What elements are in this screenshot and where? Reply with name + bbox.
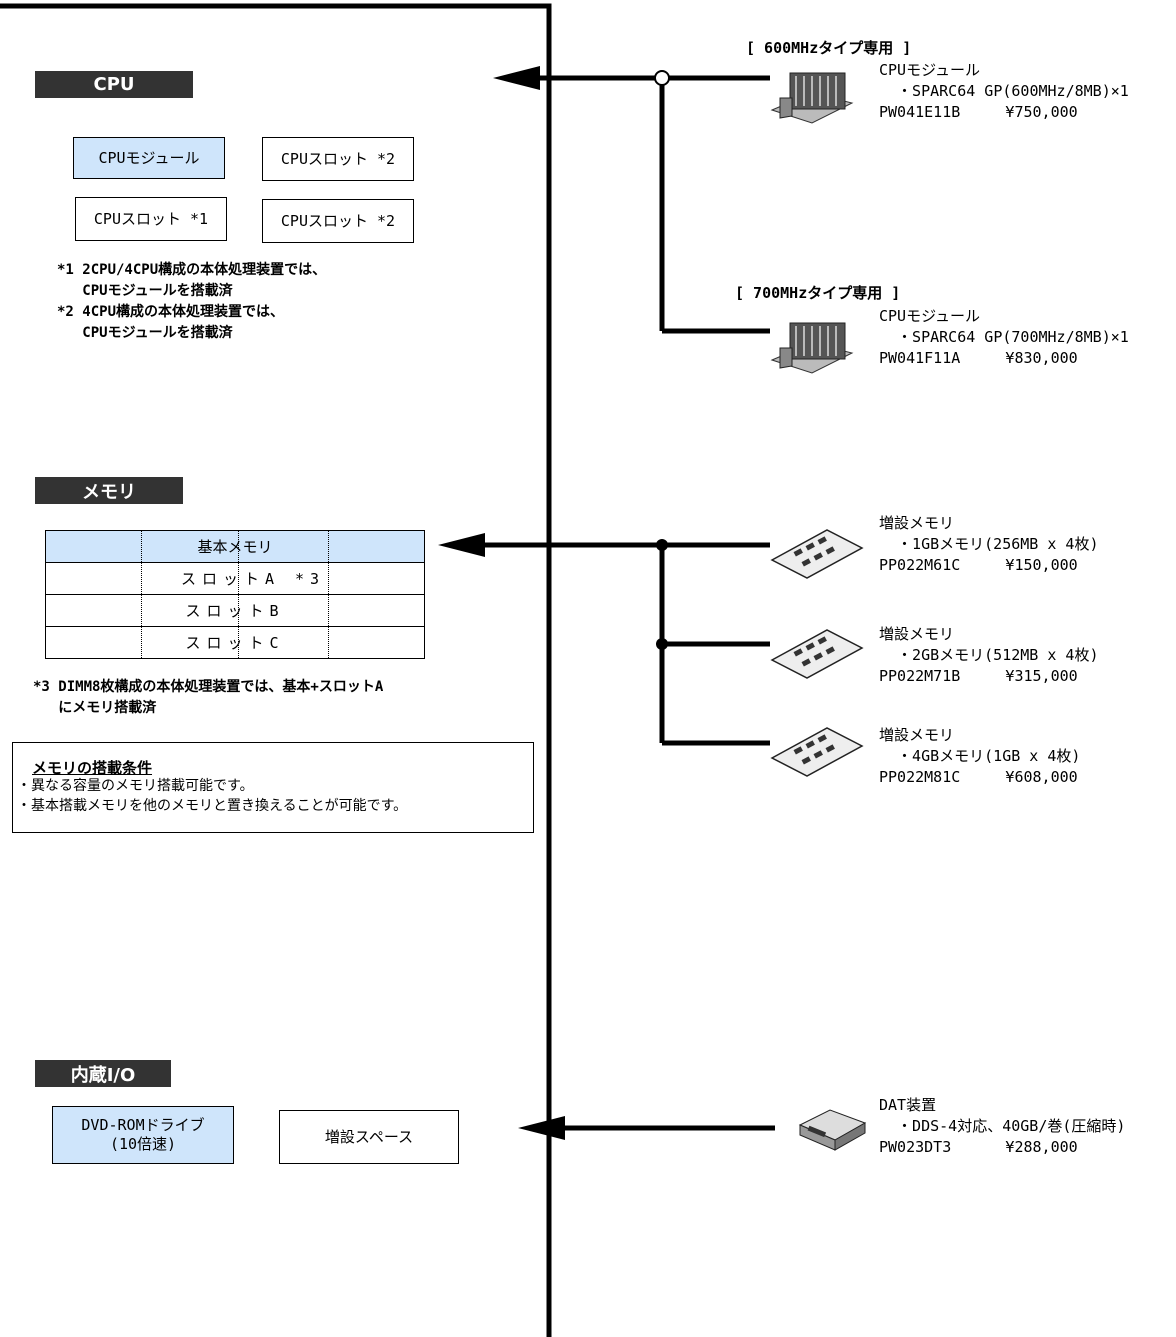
memory-module-icon [770,629,864,679]
memory-row-label: スロットC [45,626,425,659]
cpu-slot: CPUスロット *1 [75,197,227,241]
memory-row-slot-c: スロットC [45,626,425,659]
io-section-title: 内蔵I/O [35,1060,171,1087]
memory-row-base: 基本メモリ [45,530,425,563]
cpu600-header: [ 600MHzタイプ専用 ] [746,39,912,57]
memory-slot-table: 基本メモリ スロットA *3 スロットB スロットC [45,530,425,659]
memory-option-4gb: 増設メモリ ・4GBメモリ(1GB x 4枚) PP022M81C ¥608,0… [879,726,1081,786]
cpu-module-icon [770,72,854,124]
dvd-rom-drive: DVD-ROMドライブ (10倍速) [52,1106,234,1164]
cpu-section-title: CPU [35,71,193,98]
dat-drive-icon [798,1109,867,1151]
memory-note: *3 DIMM8枚構成の本体処理装置では、基本+スロットA にメモリ搭載済 [33,679,384,716]
expansion-space: 増設スペース [279,1110,459,1164]
cpu-arrowhead [493,66,540,90]
cpu-module-slot: CPUモジュール [73,137,225,179]
memory-row-slot-b: スロットB [45,594,425,627]
memory-condition-1: ・異なる容量のメモリ搭載可能です。 [17,778,254,794]
memory-condition-box: メモリの搭載条件 ・異なる容量のメモリ搭載可能です。 ・基本搭載メモリを他のメモ… [12,742,534,833]
memory-option-1gb: 増設メモリ ・1GBメモリ(256MB x 4枚) PP022M61C ¥150… [879,514,1099,574]
cpu700-product: CPUモジュール ・SPARC64 GP(700MHz/8MB)×1 PW041… [879,307,1129,367]
memory-row-slot-a: スロットA *3 [45,562,425,595]
memory-row-label: スロットA *3 [45,562,425,595]
cpu-junction [654,70,670,86]
memory-option-2gb: 増設メモリ ・2GBメモリ(512MB x 4枚) PP022M71B ¥315… [879,625,1099,685]
memory-module-icon [770,727,864,777]
memory-row-label: スロットB [45,594,425,627]
memory-arrowhead [438,533,485,557]
cpu600-product: CPUモジュール ・SPARC64 GP(600MHz/8MB)×1 PW041… [879,61,1129,121]
cpu-slot: CPUスロット *2 [262,199,414,243]
memory-row-label: 基本メモリ [45,530,425,563]
memory-section-title: メモリ [35,477,183,504]
dat-drive-product: DAT装置 ・DDS-4対応、40GB/巻(圧縮時) PW023DT3 ¥288… [879,1096,1126,1156]
cpu-slot: CPUスロット *2 [262,137,414,181]
memory-module-icon [770,529,864,579]
cpu-note-1: *1 2CPU/4CPU構成の本体処理装置では、 CPUモジュールを搭載済 [57,262,327,299]
cpu700-header: [ 700MHzタイプ専用 ] [735,284,901,302]
memory-condition-title: メモリの搭載条件 [32,759,153,777]
memory-condition-2: ・基本搭載メモリを他のメモリと置き換えることが可能です。 [17,798,408,814]
cpu-module-icon [770,322,854,374]
io-arrowhead [518,1116,565,1140]
unit-frame [0,3,552,1337]
cpu-note-2: *2 4CPU構成の本体処理装置では、 CPUモジュールを搭載済 [57,304,285,341]
